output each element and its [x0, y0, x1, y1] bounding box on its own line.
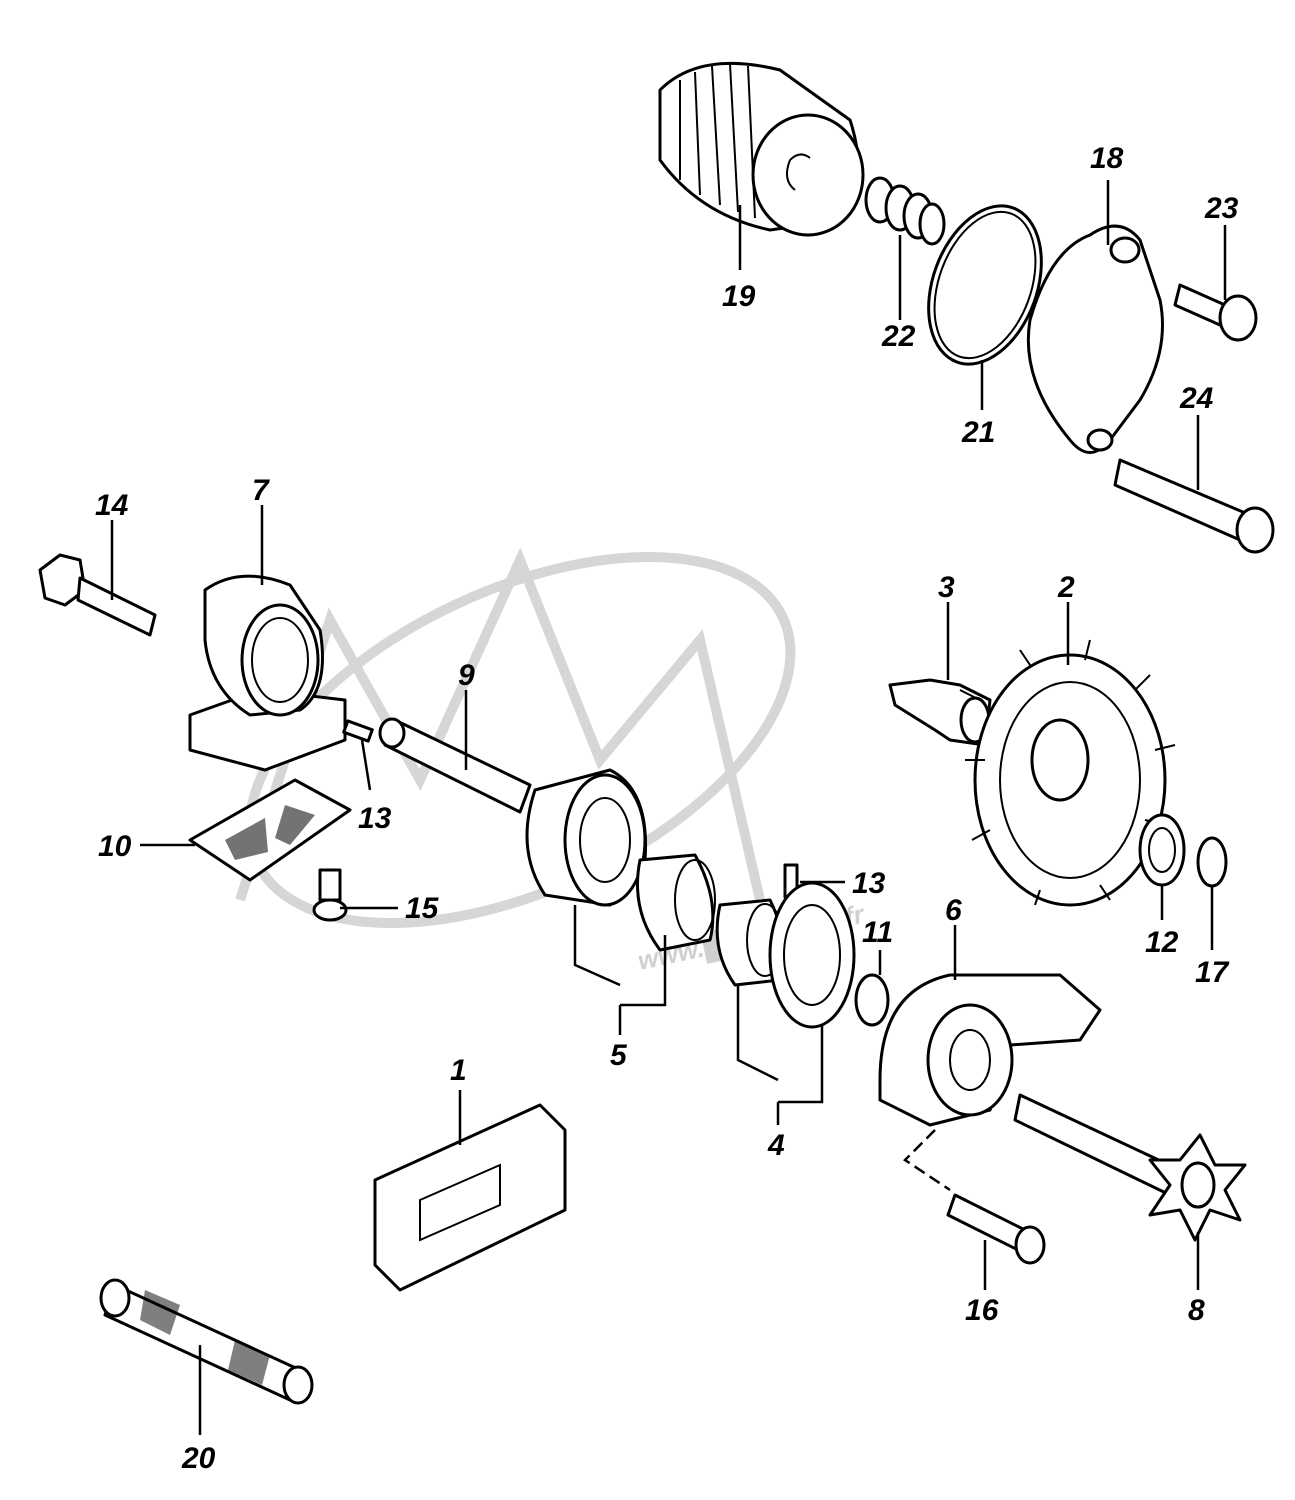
strainer-housing	[188, 574, 347, 772]
label-12: 12	[1145, 926, 1179, 959]
filter-cap	[1026, 224, 1164, 454]
thrust-washer	[1138, 813, 1186, 887]
cap-screw-short	[1173, 283, 1258, 342]
flange-bolt	[38, 553, 157, 637]
label-24: 24	[1179, 382, 1214, 415]
label-14: 14	[95, 489, 129, 522]
circlip	[1196, 836, 1228, 888]
label-13a: 13	[358, 802, 392, 835]
label-13b: 13	[852, 867, 886, 900]
oil-filter	[658, 61, 865, 237]
label-20: 20	[181, 1442, 216, 1475]
pump-gasket	[373, 1103, 567, 1292]
screen-bolt	[312, 868, 348, 922]
label-17: 17	[1195, 956, 1230, 989]
outer-rotor-4	[768, 881, 856, 1029]
label-10: 10	[98, 830, 132, 863]
idler-shaft	[888, 678, 992, 747]
label-7: 7	[252, 474, 270, 507]
dowel-pin-a	[342, 719, 374, 743]
label-4: 4	[767, 1129, 785, 1162]
dowel-tube	[99, 1278, 314, 1405]
label-1: 1	[450, 1054, 467, 1087]
drive-gear-shaft	[1013, 1093, 1247, 1242]
leader-lines	[110, 180, 1227, 1435]
label-3: 3	[938, 571, 955, 604]
label-9: 9	[458, 659, 475, 692]
part-labels: 1 2 3 4 5 6 7 8 9 10 11 12 13 13 14 15 1…	[95, 142, 1239, 1475]
cap-screw-long	[1113, 458, 1275, 554]
pump-bolt	[946, 1193, 1046, 1265]
label-19: 19	[722, 280, 756, 313]
pump-driven-gear	[959, 639, 1176, 907]
inner-rotor-5	[636, 853, 716, 952]
label-22: 22	[881, 320, 916, 353]
label-6: 6	[945, 894, 962, 927]
label-21: 21	[961, 416, 995, 449]
label-8: 8	[1188, 1294, 1205, 1327]
o-ring	[927, 204, 1043, 366]
oil-screen	[188, 778, 352, 882]
pump-body	[878, 973, 1102, 1127]
label-11: 11	[862, 916, 893, 949]
pump-shaft	[378, 717, 532, 814]
label-15: 15	[405, 892, 440, 925]
outer-rotor-5	[525, 768, 648, 907]
label-18: 18	[1090, 142, 1124, 175]
spring	[864, 176, 946, 246]
label-2: 2	[1057, 571, 1075, 604]
label-5: 5	[610, 1039, 628, 1072]
washer-small	[854, 973, 890, 1027]
label-16: 16	[965, 1294, 999, 1327]
label-23: 23	[1204, 192, 1239, 225]
